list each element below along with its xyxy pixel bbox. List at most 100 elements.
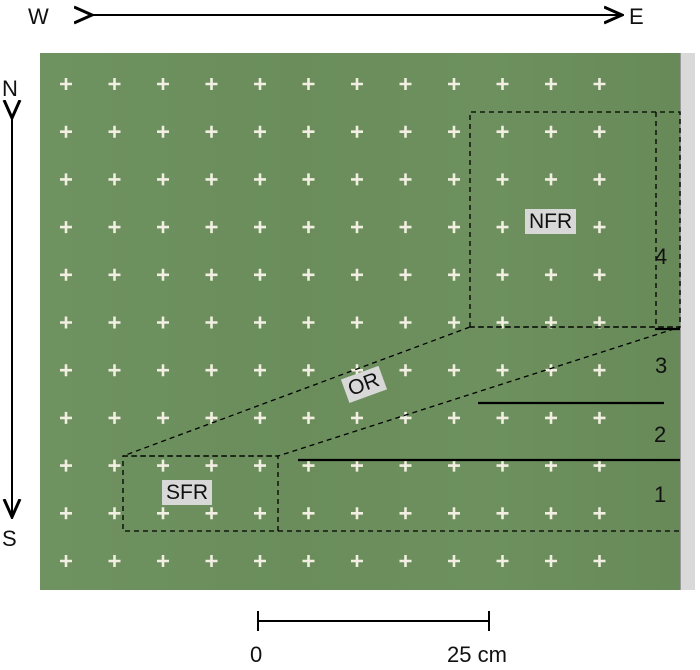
grid-marker (545, 78, 557, 90)
grid-marker (205, 125, 218, 138)
grid-marker (593, 555, 606, 567)
grid-marker (302, 411, 315, 424)
scale-start-label: 0 (250, 642, 263, 667)
grid-marker (593, 507, 606, 520)
grid-marker (496, 507, 509, 520)
grid-marker (205, 507, 218, 520)
grid-marker (351, 459, 363, 472)
grid-marker (545, 125, 557, 138)
grid-marker (448, 173, 460, 186)
grid-marker (157, 221, 169, 234)
zone-1-label: 1 (654, 482, 667, 507)
grid-marker (254, 507, 266, 520)
grid-marker (448, 78, 460, 90)
grid-marker (399, 125, 412, 138)
grid-marker (351, 221, 363, 234)
grid-marker (302, 507, 315, 520)
grid-marker (545, 555, 557, 567)
south-label: S (2, 526, 17, 551)
grid-marker (157, 555, 169, 567)
grid-marker (254, 221, 266, 234)
grid-marker (302, 221, 315, 234)
grid-marker (254, 364, 266, 377)
grid-marker (351, 125, 363, 138)
grid-marker (593, 78, 606, 90)
grid-marker (448, 268, 460, 281)
grid-marker (496, 125, 509, 138)
grid-marker (545, 459, 557, 472)
grid-marker (157, 507, 169, 520)
grid-marker (448, 507, 460, 520)
north-label: N (2, 76, 18, 101)
grid-marker (60, 364, 72, 377)
grid-marker (399, 268, 412, 281)
or-outline (122, 326, 681, 457)
grid-marker (351, 78, 363, 90)
grid-marker (108, 173, 121, 186)
grid-marker (448, 316, 460, 329)
sfr-label: SFR (162, 480, 212, 506)
grid-marker (351, 316, 363, 329)
grid-marker (205, 459, 218, 472)
grid-marker (399, 364, 412, 377)
grid-marker (205, 268, 218, 281)
grid-marker (157, 125, 169, 138)
grid-marker (302, 459, 315, 472)
grid-marker (60, 555, 72, 567)
grid-marker (205, 173, 218, 186)
grid-marker (496, 268, 509, 281)
grid-marker (496, 316, 509, 329)
grid-marker (593, 364, 606, 377)
grid-marker (302, 316, 315, 329)
west-label: W (28, 4, 49, 29)
grid-marker (157, 173, 169, 186)
grid-marker (351, 555, 363, 567)
grid-marker (448, 555, 460, 567)
grid-marker (399, 316, 412, 329)
grid-marker (593, 411, 606, 424)
grid-marker (496, 459, 509, 472)
grid-marker (496, 78, 509, 90)
grid-marker (399, 411, 412, 424)
grid-marker (254, 173, 266, 186)
grid-marker (545, 364, 557, 377)
zone-4-label: 4 (655, 244, 668, 269)
grid-marker (157, 364, 169, 377)
grid-marker (60, 507, 72, 520)
zone-2-label: 2 (654, 422, 667, 447)
grid-marker (108, 411, 121, 424)
grid-marker (254, 78, 266, 90)
grid-marker (302, 555, 315, 567)
east-label: E (629, 4, 644, 29)
grid-marker (157, 316, 169, 329)
grid-marker (157, 268, 169, 281)
grid-marker (254, 555, 266, 567)
grid-marker (496, 555, 509, 567)
grid-marker (157, 411, 169, 424)
scale-end-label: 25 cm (447, 642, 507, 667)
grid-marker (108, 364, 121, 377)
grid-marker (108, 555, 121, 567)
grid-marker (60, 221, 72, 234)
grid-marker (399, 507, 412, 520)
grid-marker (254, 125, 266, 138)
grid-marker (593, 459, 606, 472)
grid-marker (205, 411, 218, 424)
grid-marker (108, 125, 121, 138)
grid-marker (593, 125, 606, 138)
grid-marker (254, 268, 266, 281)
grid-marker (448, 364, 460, 377)
grid-marker (448, 125, 460, 138)
grid-marker (254, 459, 266, 472)
grid-marker (545, 173, 557, 186)
grid-marker (205, 78, 218, 90)
grid-marker (448, 459, 460, 472)
grid-marker (351, 411, 363, 424)
grid-marker (157, 78, 169, 90)
grid-marker (205, 316, 218, 329)
marker-grid (60, 78, 606, 567)
grid-marker (60, 459, 72, 472)
grid-marker (593, 268, 606, 281)
grid-marker (545, 268, 557, 281)
grid-marker (302, 173, 315, 186)
